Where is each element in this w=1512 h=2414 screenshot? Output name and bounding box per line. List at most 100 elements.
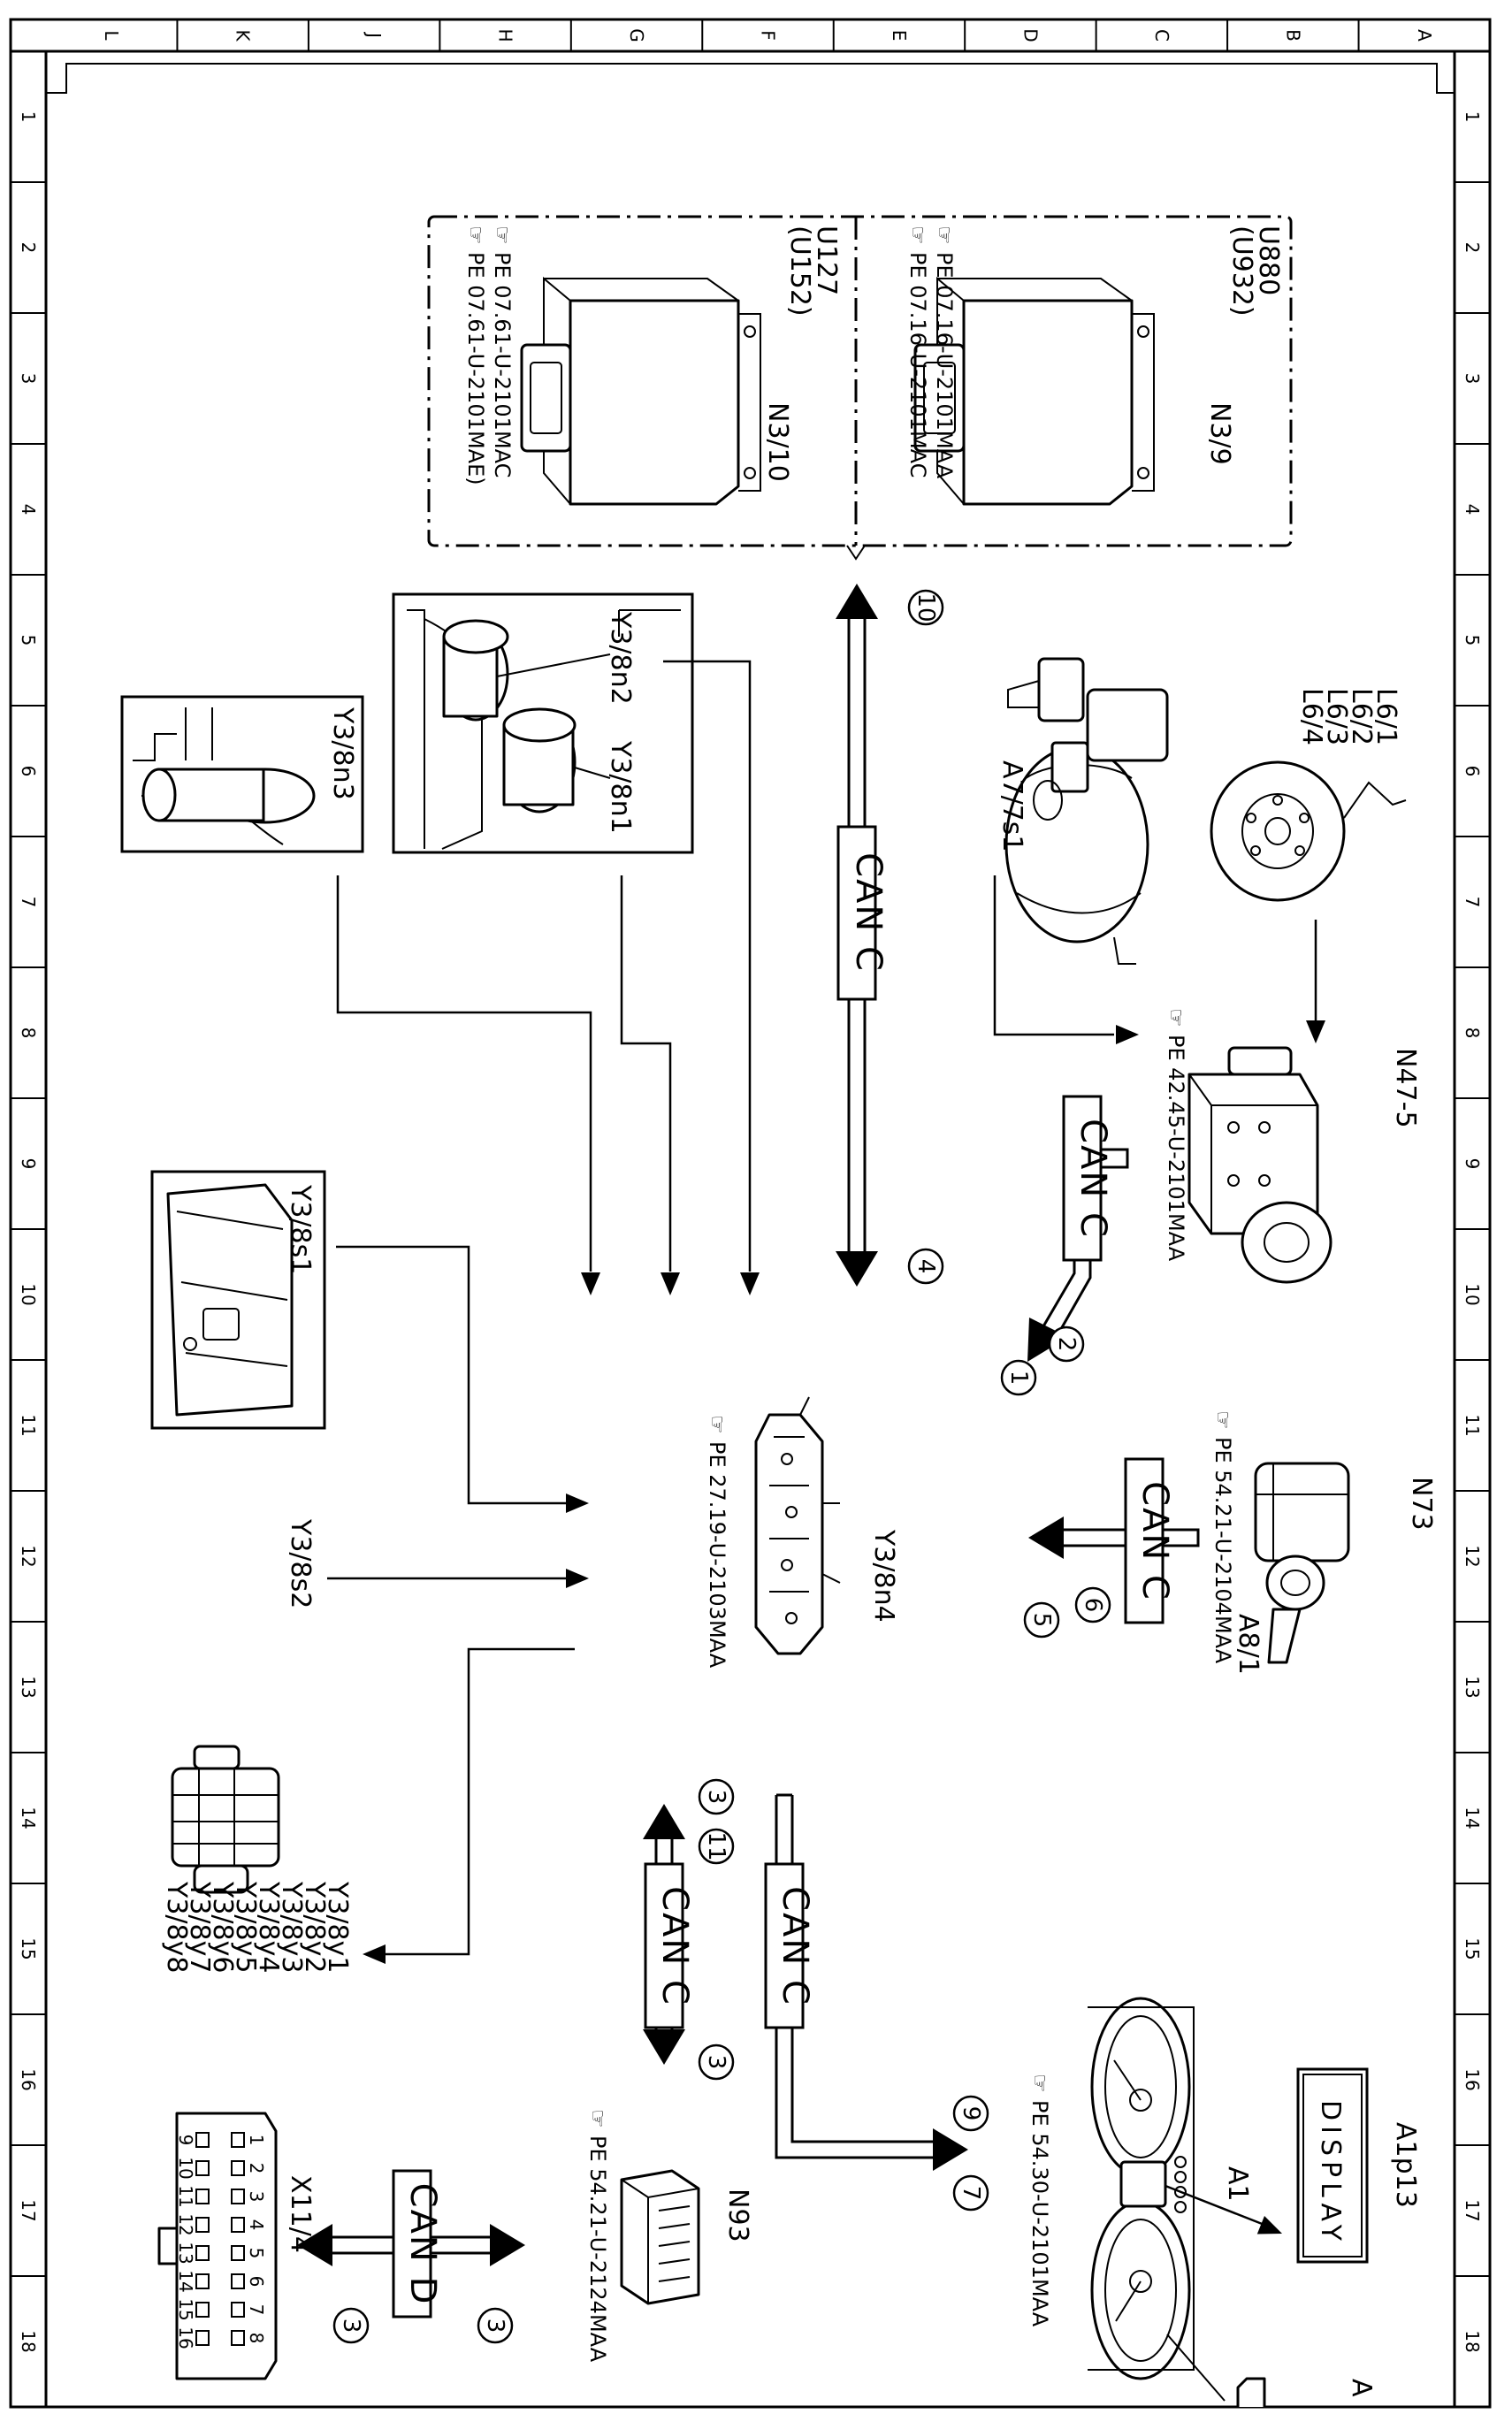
ref-n73: PE 54.21-U-2104MAA [1210,1437,1235,1664]
can-c-n93-bus: CAN C [643,1804,695,2065]
can-c-label-n93: CAN C [654,1886,695,2006]
marker-5: 5 [1028,1613,1055,1628]
hand-icon-n93: ☞ [585,2109,610,2128]
grid-row-right-6: 6 [1462,766,1483,777]
ref-n3-9-b: PE 07.16-U-2101MAC [905,252,930,477]
grid-row-left-7: 7 [18,897,39,908]
grid-row-left-6: 6 [18,766,39,777]
y3-8n4-shift-module-icon [754,1396,841,1655]
ref-n93: PE 54.21-U-2124MAA [585,2135,610,2363]
grid-row-left-13: 13 [18,1676,39,1698]
label-a1: A1 [1222,2166,1253,2202]
label-cut-off-a: A [1346,2379,1377,2397]
can-c-n47-branch: CAN C [1027,1095,1129,1362]
hand-icon-n3-9-b: ☞ [905,225,930,245]
label-n47-5: N47-5 [1390,1048,1421,1128]
grid-row-right-4: 4 [1462,504,1483,516]
grid-row-left-3: 3 [18,373,39,385]
grid-row-left-8: 8 [18,1027,39,1039]
marker-1: 1 [1005,1371,1032,1386]
label-y3-8y8: Y3/8y8 [161,1881,192,1973]
x11-4-pin-15: 15 [175,2298,196,2320]
y3-8y-solenoid-icon [171,1745,280,1894]
n47-5-esp-unit-icon [1187,1046,1333,1284]
label-l6-1: L6/1 [1371,688,1401,745]
label-a1p13: A1p13 [1390,2122,1421,2208]
grid-row-right-12: 12 [1462,1545,1483,1567]
label-y3-8y6: Y3/8y6 [207,1881,238,1973]
grid-letter-K: K [233,29,254,42]
label-y3-8n3: Y3/8n3 [327,707,358,800]
hand-icon-n3-10-b: ☞ [463,225,488,245]
x11-4-pin-10: 10 [175,2157,196,2179]
grid-letter-G: G [626,28,647,42]
label-l6-4: L6/4 [1296,688,1327,745]
grid-row-right-7: 7 [1462,897,1483,908]
a1p13-display-text: DISPLAY [1315,2100,1346,2246]
grid-row-right-8: 8 [1462,1027,1483,1039]
ref-n3-10-b: PE 07.61-U-2101MAE) [463,252,488,485]
hand-icon-n3-10-a: ☞ [490,225,515,245]
reference-markers: 10 4 2 1 6 5 3 11 3 9 7 3 3 [332,589,1111,2344]
label-y3-8s1: Y3/8s1 [285,1184,316,1274]
grid-row-right-14: 14 [1462,1807,1483,1829]
grid-letter-A: A [1414,29,1435,42]
grid-row-left-17: 17 [18,2199,39,2221]
grid-letter-F: F [758,30,779,41]
grid-row-left-1: 1 [18,111,39,123]
label-y3-8y-group: Y3/8y1 Y3/8y2 Y3/8y3 Y3/8y4 Y3/8y5 Y3/8y… [161,1881,353,1973]
grid-frame [9,18,1492,2409]
x11-4-pin-7: 7 [246,2304,267,2316]
ref-a1: PE 54.30-U-2101MAA [1027,2100,1052,2327]
label-y3-8y4: Y3/8y4 [253,1881,284,1973]
label-y3-8y5: Y3/8y5 [230,1881,261,1973]
grid-row-right-10: 10 [1462,1283,1483,1305]
marker-4: 4 [913,1259,939,1274]
label-u880: U880 [1253,225,1284,295]
grid-row-left-9: 9 [18,1158,39,1170]
label-n3-10: N3/10 [762,402,793,482]
label-n93: N93 [722,2189,753,2242]
grid-letter-L: L [101,30,122,41]
grid-row-right-18: 18 [1462,2330,1483,2352]
hand-icon-y3-8n4: ☞ [705,1415,729,1434]
grid-row-left-5: 5 [18,635,39,646]
x11-4-pin-16: 16 [175,2326,196,2349]
can-d-diagnostic-bus: CAN D [297,2169,525,2319]
grid-row-right-15: 15 [1462,1937,1483,1959]
marker-11: 11 [703,1831,729,1860]
y3-8n1-n2-sensor-frame [392,592,694,854]
label-y3-8n1: Y3/8n1 [605,740,636,834]
n3-10-control-unit-icon [520,276,761,506]
label-n73: N73 [1406,1477,1437,1531]
grid-row-left-2: 2 [18,242,39,254]
l6-wheel-speed-sensor-icon [1210,760,1407,902]
x11-4-pin-3: 3 [246,2191,267,2203]
a1p13-display-frame [1296,2067,1369,2264]
grid-row-right-13: 13 [1462,1676,1483,1698]
grid-row-left-14: 14 [18,1807,39,1829]
marker-9: 9 [958,2106,984,2121]
label-n3-9: N3/9 [1204,402,1235,465]
cut-off-component [1236,2377,1266,2407]
grid-row-left-11: 11 [18,1414,39,1436]
signal-wires [327,660,1317,2230]
x11-4-pin-1: 1 [246,2135,267,2146]
label-y3-8y1: Y3/8y1 [322,1881,353,1973]
marker-3d: 3 [482,2319,508,2334]
hand-icon-n73: ☞ [1210,1410,1235,1430]
can-c-label-main: CAN C [848,852,889,973]
can-c-n73-branch: CAN C [1028,1457,1200,1624]
label-u152: (U152) [784,225,815,317]
label-l6-2: L6/2 [1346,688,1377,745]
x11-4-diagnostic-connector [157,2112,278,2380]
y3-8n3-sensor-frame [120,695,364,853]
grid-letter-C: C [1151,29,1172,42]
grid-row-left-4: 4 [18,504,39,516]
label-a7-7s1: A7/7s1 [997,760,1027,852]
y3-8s1-switch-frame [150,1170,326,1430]
